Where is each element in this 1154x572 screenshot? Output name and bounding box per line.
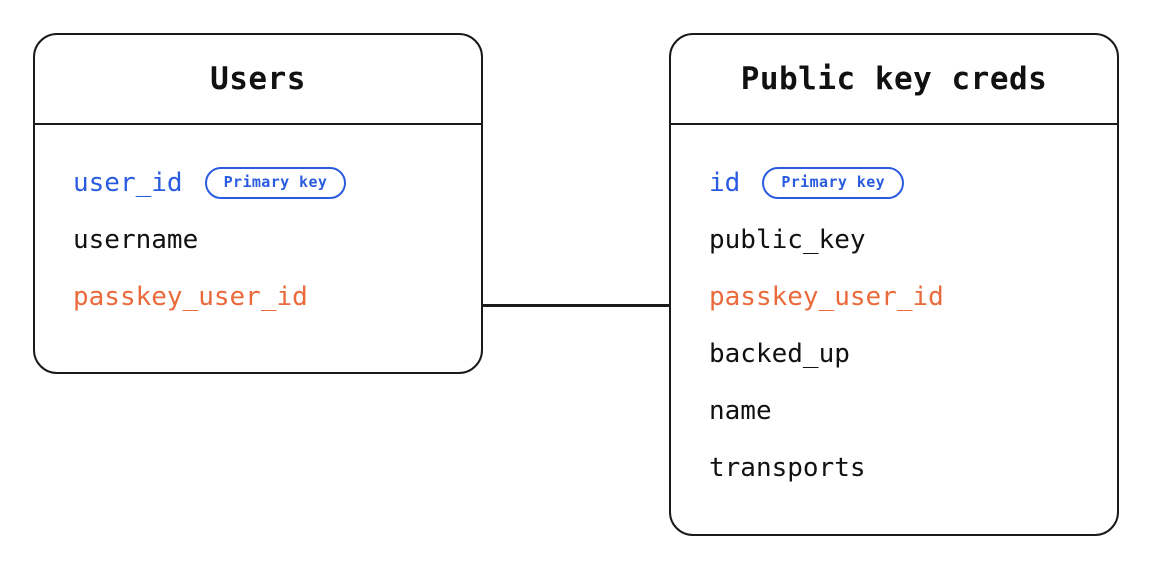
table-row[interactable]: id Primary key (709, 154, 1117, 211)
field-name-transports: transports (709, 452, 866, 483)
entity-field-list-public-key-creds: id Primary key public_key passkey_user_i… (671, 125, 1117, 496)
field-name-passkey-user-id: passkey_user_id (73, 281, 308, 312)
field-name-user-id: user_id (73, 167, 183, 198)
entity-header-users: Users (35, 35, 481, 125)
entity-table-public-key-creds[interactable]: Public key creds id Primary key public_k… (669, 33, 1119, 536)
primary-key-badge: Primary key (762, 166, 905, 199)
table-row[interactable]: user_id Primary key (73, 154, 481, 211)
field-name-backed-up: backed_up (709, 338, 850, 369)
relationship-connector-line (481, 304, 671, 307)
entity-title-users: Users (210, 61, 306, 97)
table-row[interactable]: passkey_user_id (73, 268, 481, 325)
field-name-passkey-user-id: passkey_user_id (709, 281, 944, 312)
field-name-name: name (709, 395, 772, 426)
table-row[interactable]: public_key (709, 211, 1117, 268)
primary-key-badge: Primary key (204, 166, 347, 199)
entity-title-public-key-creds: Public key creds (740, 61, 1048, 97)
entity-header-public-key-creds: Public key creds (671, 35, 1117, 125)
field-name-id: id (709, 167, 741, 198)
table-row[interactable]: username (73, 211, 481, 268)
entity-table-users[interactable]: Users user_id Primary key username passk… (33, 33, 483, 374)
table-row[interactable]: passkey_user_id (709, 268, 1117, 325)
table-row[interactable]: name (709, 382, 1117, 439)
field-name-username: username (73, 224, 199, 255)
table-row[interactable]: transports (709, 439, 1117, 496)
entity-field-list-users: user_id Primary key username passkey_use… (35, 125, 481, 325)
table-row[interactable]: backed_up (709, 325, 1117, 382)
field-name-public-key: public_key (709, 224, 866, 255)
